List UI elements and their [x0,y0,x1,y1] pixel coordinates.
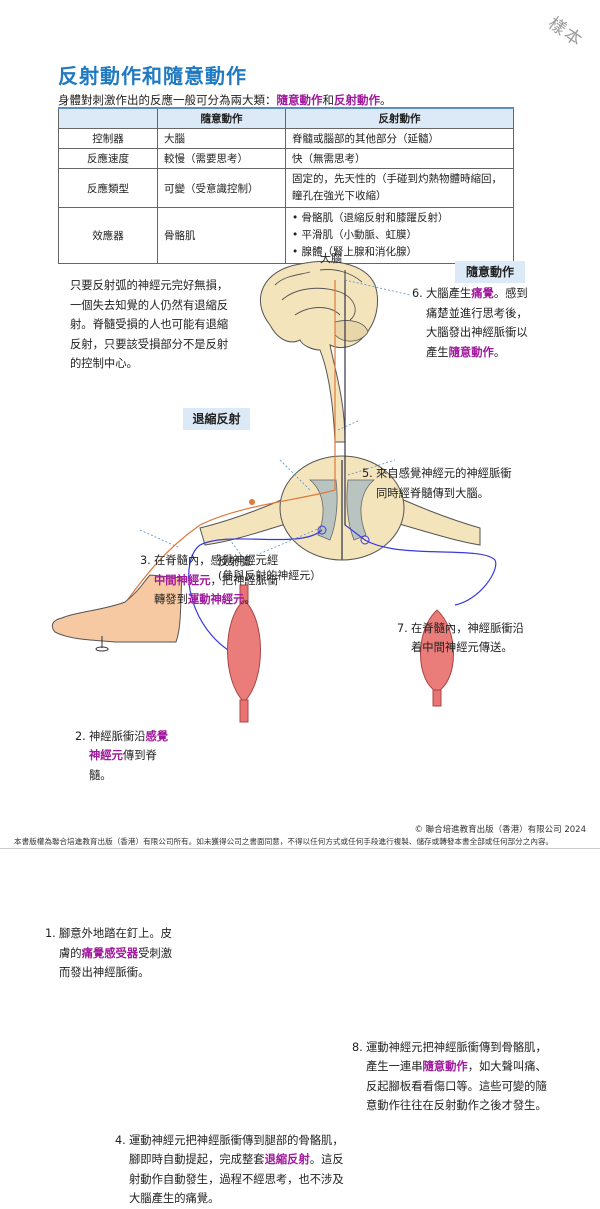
step-3: 3. 在脊髓內，感覺神經元經 中間神經元，把神經脈衝 轉發到運動神經元。 [140,554,279,606]
table-row: 反應類型可變（受意識控制）固定的，先天性的（手碰到灼熱物體時縮回，瞳孔在強光下收… [58,168,514,208]
spinal-cord-illustration [199,455,481,561]
comparison-table: 隨意動作反射動作 控制器大腦脊髓或腦部的其他部分（延髓） 反應速度較慢（需要思考… [58,107,514,264]
page-title: 反射動作和隨意動作 [58,64,247,88]
withdrawal-reflex-label: 退縮反射 [183,408,250,430]
table-row: 效應器骨骼肌• 骨骼肌（退縮反射和膝躍反射）• 平滑肌（小動脈、虹膜）• 腺體（… [58,207,514,264]
leg-muscle-illustration [227,584,261,723]
arm-muscle-illustration [420,609,454,707]
foot-illustration [51,574,183,643]
side-note: 只要反射弧的神經元完好無損，一個失去知覺的人仍然有退縮反射。脊髓受損的人也可能有… [70,279,229,370]
table-row: 控制器大腦脊髓或腦部的其他部分（延髓） [58,128,514,149]
footer-divider [0,848,600,849]
step-7: 7.在脊髓內，神經脈衝沿着中間神經元傳送。 [397,621,524,655]
copyright: © 聯合培進教育出版（香港）有限公司 2024 [414,825,586,835]
step-6: 6. 大腦產生痛覺。感到 痛楚並進行思考後，大腦發出神經脈衝以 產生隨意動作。 [412,287,528,359]
step-5: 5.來自感覺神經元的神經脈衝同時經脊髓傳到大腦。 [362,467,512,500]
brain-label: 大腦 [320,252,342,265]
reflex-diagram [51,261,497,723]
step-1: 1. 腳意外地踏在釘上。皮 膚的痛覺感受器受刺激 而發出神經脈衝。 [45,927,173,979]
step-2: 2. 神經脈衝沿感覺 神經元傳到脊 髓。 [75,729,169,782]
copyright-notice: 本書版權為聯合培進教育出版（香港）有限公司所有。如未獲得公司之書面同意，不得以任… [14,837,554,846]
step-8: 8. 運動神經元把神經脈衝傳到骨骼肌， 產生一連串隨意動作，如大聲叫痛、 反起腳… [352,1040,547,1113]
reflex-motor-pathway [188,529,323,651]
step-4: 4. 運動神經元把神經脈衝傳到腿部的骨骼肌， 腳即時自動提起，完成整套退縮反射。… [115,1133,344,1206]
voluntary-action-label: 隨意動作 [455,261,525,283]
ascending-motor-pathway [344,280,497,606]
brain-illustration [260,261,378,443]
intro-text: 身體對刺激作出的反應一般可分為兩大類：隨意動作和反射動作。 [58,93,392,107]
reflex-arc-label: 反射弧(參與反射的神經元） [218,555,322,582]
